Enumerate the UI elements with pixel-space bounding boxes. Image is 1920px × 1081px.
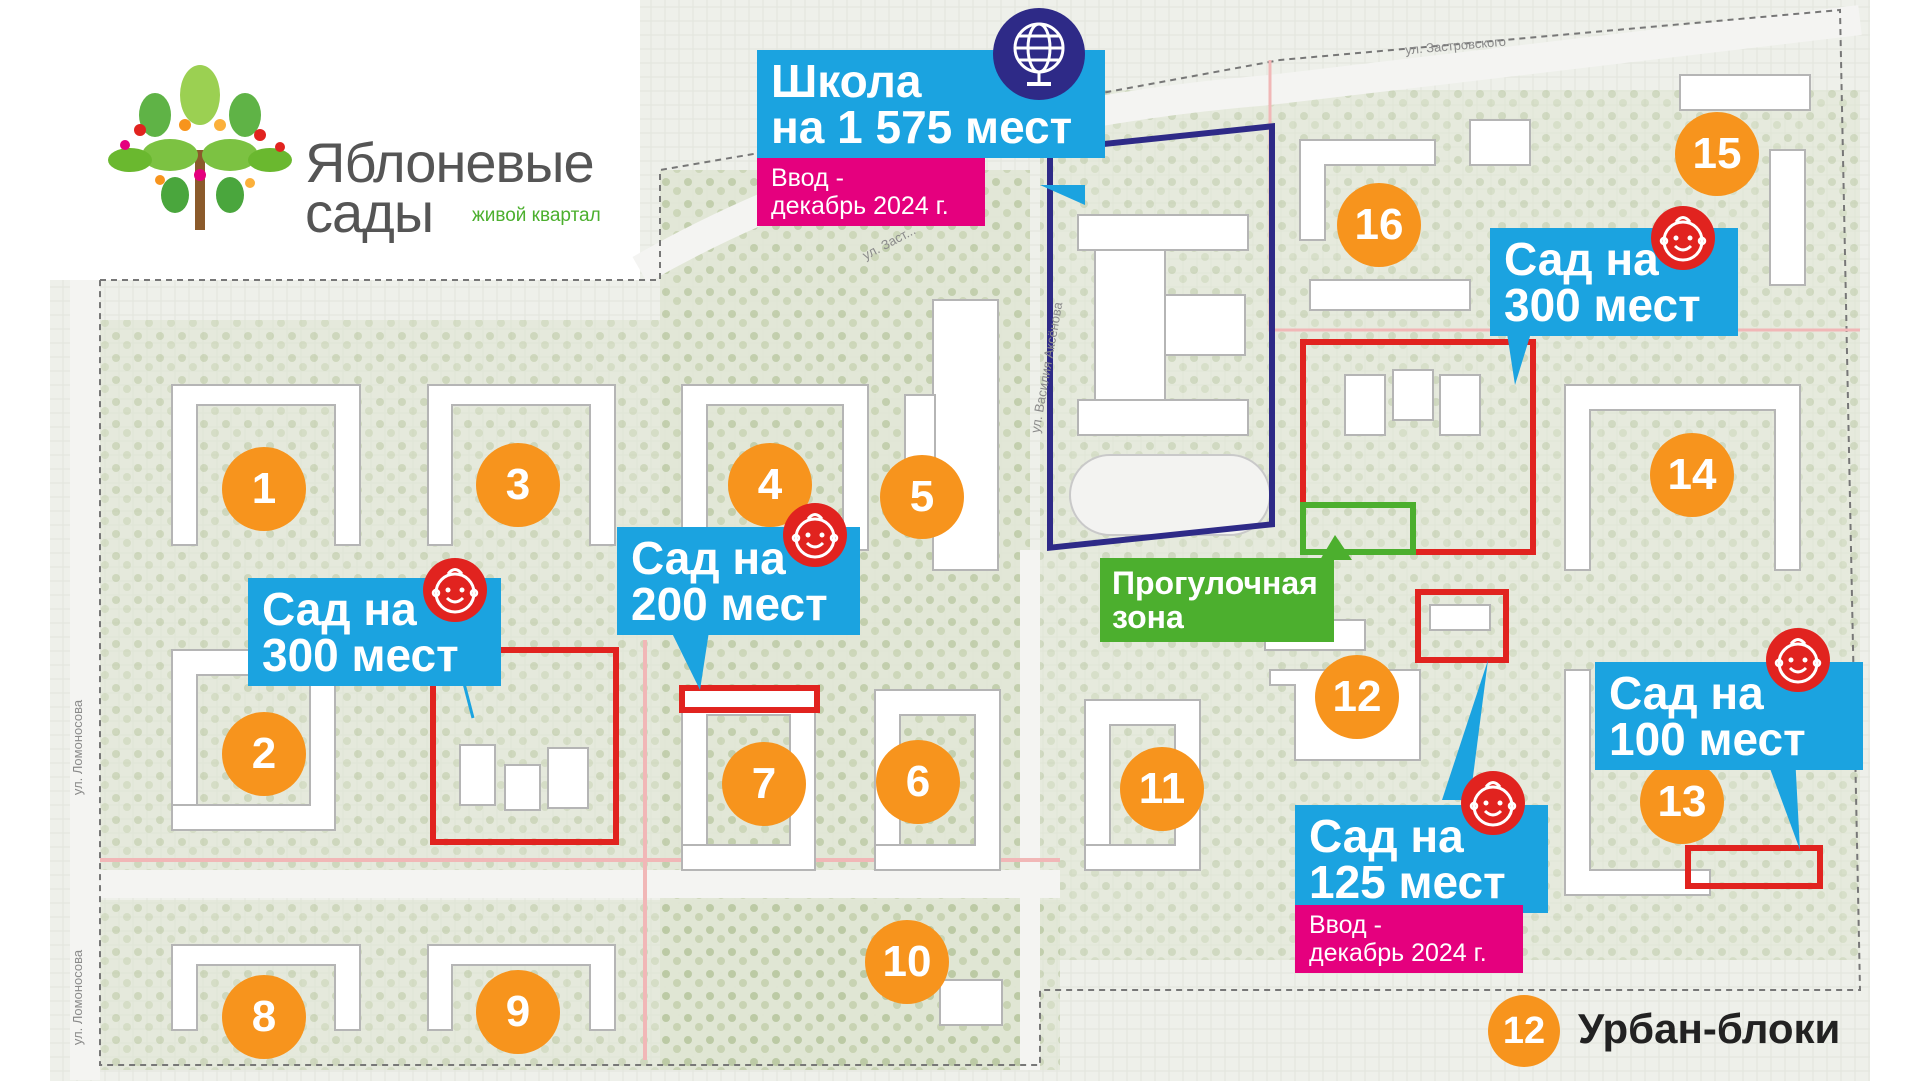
block-marker-3[interactable]: 3	[476, 443, 560, 527]
pointer-125	[1442, 660, 1488, 800]
pointer-walk	[1320, 535, 1352, 560]
block-marker-10[interactable]: 10	[865, 920, 949, 1004]
apple-tree-icon	[108, 65, 292, 230]
block-marker-4[interactable]: 4	[728, 443, 812, 527]
school-wing-bottom	[1077, 399, 1249, 436]
kindergarten-building-300b-3	[1439, 374, 1481, 436]
block-marker-8[interactable]: 8	[222, 975, 306, 1059]
kindergarten-125-date-callout: Ввод - декабрь 2024 г.	[1295, 905, 1523, 973]
kindergarten-building-300b-2	[1392, 369, 1434, 421]
kindergarten-outline-300b	[1300, 339, 1536, 555]
block-marker-9[interactable]: 9	[476, 970, 560, 1054]
kindergarten-outline-100	[1685, 845, 1823, 889]
child-face-icon	[782, 502, 848, 568]
building-block-16c	[1469, 119, 1531, 166]
site-boundary	[99, 8, 1862, 1066]
child-face-icon	[1765, 627, 1831, 693]
block-marker-13[interactable]: 13	[1640, 760, 1724, 844]
sports-field	[1069, 454, 1271, 536]
street-label-lomonosova-vertical: ул. Ломоносова	[70, 699, 86, 796]
kindergarten-callout-100[interactable]: Сад на 100 мест	[1595, 662, 1863, 770]
globe-icon	[993, 8, 1085, 100]
building-block-10	[939, 979, 1003, 1026]
child-face-icon	[1460, 770, 1526, 836]
school-wing-top	[1077, 214, 1249, 251]
road-east	[1020, 550, 1040, 1070]
block-marker-1[interactable]: 1	[222, 447, 306, 531]
kindergarten-building-300a-2	[504, 764, 541, 811]
school-spine	[1094, 249, 1166, 401]
building-block-14	[1564, 384, 1801, 571]
logo-name-line1: Яблоневые	[305, 131, 595, 194]
road-mid	[100, 870, 1060, 898]
block-marker-6[interactable]: 6	[876, 740, 960, 824]
walk-zone-callout[interactable]: Прогулочная зона	[1100, 558, 1334, 642]
legend: 12 Урбан-блоки	[1488, 995, 1868, 1075]
block-marker-15[interactable]: 15	[1675, 112, 1759, 196]
block-marker-11[interactable]: 11	[1120, 747, 1204, 831]
kindergarten-outline-200	[679, 685, 820, 713]
pointer-200	[668, 625, 710, 690]
block-marker-14[interactable]: 14	[1650, 433, 1734, 517]
legend-label: Урбан-блоки	[1578, 1005, 1841, 1052]
building-block-15b	[1769, 149, 1806, 286]
pointer-school	[1040, 185, 1085, 205]
pointer-300b	[1505, 320, 1535, 385]
building-block-9	[427, 944, 616, 1031]
walk-zone-outline	[1300, 502, 1416, 555]
kindergarten-callout-125[interactable]: Сад на 125 мест	[1295, 805, 1548, 913]
building-block-16b	[1309, 279, 1471, 311]
kindergarten-building-125	[1429, 604, 1491, 631]
street-label-lomonosova-bottom: ул. Ломоносова	[70, 949, 86, 1046]
school-outline	[1047, 122, 1275, 551]
kindergarten-building-300a-3	[547, 747, 589, 809]
kindergarten-building-300b-1	[1344, 374, 1386, 436]
logo[interactable]: Яблоневые сады живой квартал	[100, 55, 620, 245]
block-marker-16[interactable]: 16	[1337, 183, 1421, 267]
logo-name-line2: сады	[305, 181, 434, 244]
building-block-8	[171, 944, 361, 1031]
pointer-100	[1765, 755, 1800, 850]
road-west	[70, 280, 100, 1080]
block-marker-12[interactable]: 12	[1315, 655, 1399, 739]
kindergarten-outline-300a	[430, 647, 619, 845]
top-left-white	[0, 0, 640, 280]
kindergarten-building-300a-1	[459, 744, 496, 806]
building-block-15	[1679, 74, 1811, 111]
child-face-icon	[422, 557, 488, 623]
building-block-3	[427, 384, 616, 546]
legend-marker: 12	[1488, 995, 1560, 1067]
child-face-icon	[1650, 205, 1716, 271]
school-date-callout: Ввод - декабрь 2024 г.	[757, 158, 985, 226]
logo-tagline: живой квартал	[472, 205, 601, 226]
kindergarten-outline-125	[1415, 589, 1509, 663]
building-block-13	[1564, 669, 1711, 896]
block-marker-2[interactable]: 2	[222, 712, 306, 796]
block-marker-7[interactable]: 7	[722, 742, 806, 826]
building-block-1	[171, 384, 361, 546]
building-block-16	[1299, 139, 1436, 241]
block-marker-5[interactable]: 5	[880, 455, 964, 539]
